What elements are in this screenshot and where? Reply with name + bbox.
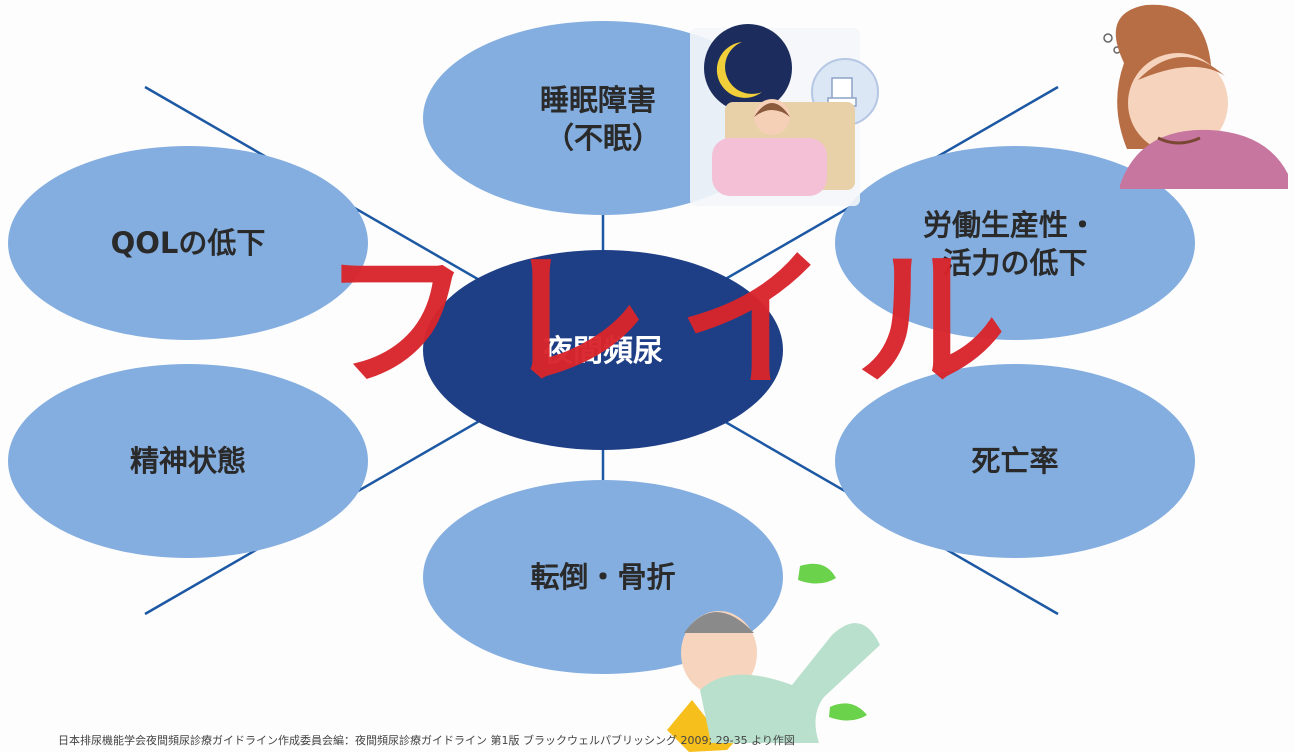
node-center: 夜間頻尿 (423, 250, 783, 450)
node-top-line-2: （不眠） (545, 121, 661, 155)
node-right-label: 死亡率 (971, 444, 1058, 478)
moon-icon (716, 42, 762, 98)
svg-text:労働生産性・ 活力の低下: 労働生産性・ 活力の低下 (923, 208, 1107, 280)
node-top-left: QOLの低下 (8, 146, 368, 340)
slipper-icon (798, 563, 836, 584)
sleepy-mouth-icon (1157, 136, 1201, 145)
source-citation: 日本排尿機能学会夜間頻尿診療ガイドライン作成委員会編：夜間頻尿診療ガイドライン … (58, 734, 795, 747)
woman-shirt-icon (1120, 129, 1288, 189)
sleepy-woman-icon (1103, 4, 1288, 189)
node-center-label: 夜間頻尿 (542, 334, 663, 369)
node-bottom-label: 転倒・骨折 (530, 560, 675, 594)
hair-icon (754, 103, 790, 117)
toilet-icon (827, 77, 857, 107)
node-left-oval (8, 364, 368, 558)
svg-text:睡眠障害 （不眠）: 睡眠障害 （不眠） (540, 83, 666, 155)
node-top-right-line-2: 活力の低下 (942, 246, 1087, 280)
bangs-icon (1138, 56, 1225, 80)
woman-face-icon (1128, 53, 1228, 153)
sleeping-woman-night-toilet-icon (690, 24, 879, 206)
man-hair-icon (684, 612, 754, 633)
node-center-oval (423, 250, 783, 450)
node-top-line-1: 睡眠障害 (540, 83, 656, 117)
node-top-left-label: QOLの低下 (111, 226, 266, 260)
pajama-body-icon (700, 623, 880, 743)
node-right: 死亡率 (835, 364, 1195, 558)
node-left-label: 精神状態 (130, 444, 246, 478)
node-top-right-oval (835, 146, 1195, 340)
node-right-oval (835, 364, 1195, 558)
slipper-foot-icon (829, 703, 867, 721)
node-top-right-line-1: 労働生産性・ (923, 208, 1097, 242)
node-top-right: 労働生産性・ 活力の低下 (835, 146, 1195, 340)
node-left: 精神状態 (8, 364, 368, 558)
blanket-icon (712, 138, 827, 196)
node-top-left-oval (8, 146, 368, 340)
falling-elderly-man-icon (667, 563, 880, 752)
sleep-bubble-icon-1 (1103, 33, 1113, 43)
